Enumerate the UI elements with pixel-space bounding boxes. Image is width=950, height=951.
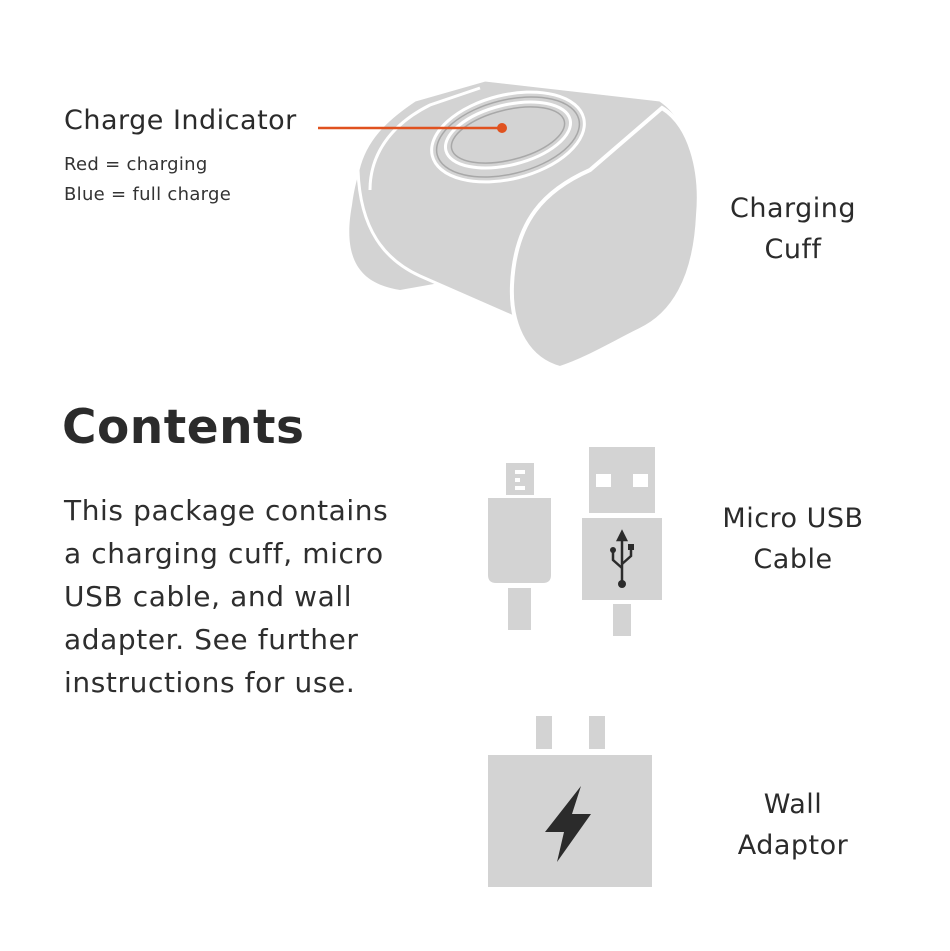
micro-usb-cable-label-line2: Cable bbox=[688, 539, 898, 580]
wall-adaptor-label-line1: Wall bbox=[688, 784, 898, 825]
wall-adaptor-label-line2: Adaptor bbox=[688, 825, 898, 866]
charging-cuff-label-line2: Cuff bbox=[688, 229, 898, 270]
micro-usb-connector bbox=[488, 463, 551, 630]
indicator-leader-dot bbox=[497, 123, 507, 133]
charging-cuff-illustration bbox=[349, 77, 698, 368]
charging-cuff-label-line1: Charging bbox=[688, 188, 898, 229]
usb-a-connector bbox=[582, 447, 662, 636]
charge-indicator-blue-legend: Blue = full charge bbox=[64, 184, 231, 205]
micro-usb-cable-label-line1: Micro USB bbox=[688, 498, 898, 539]
contents-heading: Contents bbox=[62, 400, 305, 455]
contents-description-line: a charging cuff, micro bbox=[64, 537, 384, 570]
charging-cuff-label: Charging Cuff bbox=[688, 188, 898, 270]
wall-adaptor-label: Wall Adaptor bbox=[688, 784, 898, 866]
charge-indicator-red-legend: Red = charging bbox=[64, 154, 208, 175]
charge-indicator-title: Charge Indicator bbox=[64, 105, 297, 136]
contents-description-line: adapter. See further bbox=[64, 623, 359, 656]
wall-adaptor bbox=[488, 716, 652, 887]
contents-description-line: This package contains bbox=[64, 494, 388, 527]
micro-usb-cable-label: Micro USB Cable bbox=[688, 498, 898, 580]
contents-description-line: instructions for use. bbox=[64, 666, 355, 699]
contents-description-line: USB cable, and wall bbox=[64, 580, 352, 613]
